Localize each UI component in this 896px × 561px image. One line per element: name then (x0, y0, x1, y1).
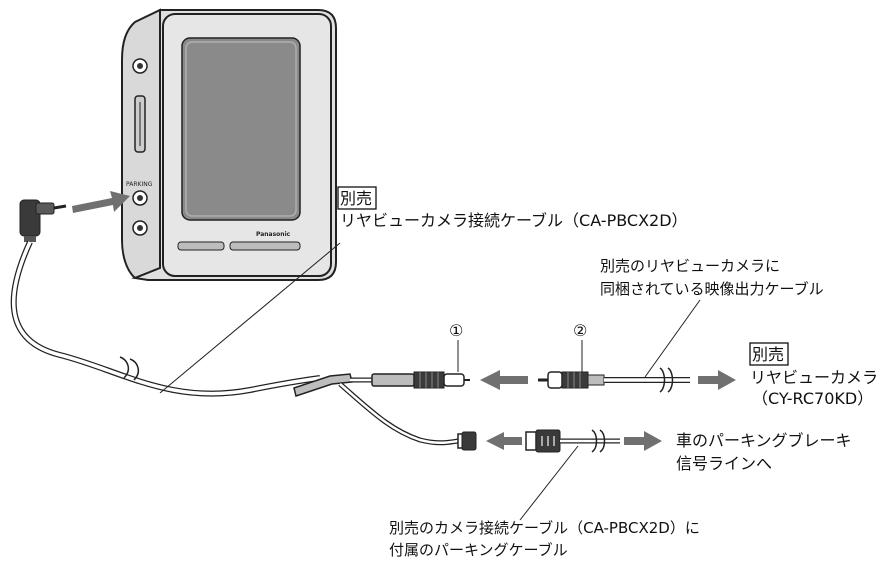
parking-connector-row (457, 429, 662, 453)
l-plug-pin (53, 204, 67, 210)
arrow-to-parking-brake (624, 431, 662, 451)
separately-sold-box-1 (337, 186, 377, 210)
parking-jack-hole (137, 195, 143, 201)
parking-cable-label-line1: 別売のカメラ接続ケーブル（CA-PBCX2D）に (389, 519, 700, 537)
rca-connector-male (538, 340, 690, 393)
marker-1: ① (449, 321, 463, 340)
video-cable-label-line2: 同梱されている映像出力ケーブル (600, 280, 824, 298)
parking-port-label: PARKING (126, 181, 153, 188)
parking-arrow-left (486, 432, 522, 450)
brand-logo: Panasonic (256, 231, 291, 238)
connect-arrow-left (480, 370, 528, 390)
arrow-to-camera (698, 370, 736, 390)
l-plug (19, 199, 67, 242)
video-cable-label-line1: 別売のリヤビューカメラに (600, 257, 780, 275)
side-jack-bottom-inner (137, 225, 143, 231)
rca-connector-female (371, 340, 470, 389)
monitor-screen-inner (185, 41, 297, 217)
parking-cable-label-line2: 付属のパーキングケーブル (389, 541, 568, 559)
parking-cable-leader (519, 445, 579, 521)
monitor-screen (181, 37, 301, 221)
camera-model-label: （CY-RC70KD） (752, 389, 873, 408)
separately-sold-label-2: 別売 (752, 345, 784, 364)
video-cable-leader (644, 299, 701, 378)
cable-label-leader (159, 242, 341, 394)
separately-sold-label-1: 別売 (340, 189, 372, 208)
rearview-cable-label: リヤビューカメラ接続ケーブル（CA-PBCX2D） (340, 211, 688, 230)
separately-sold-box-2 (749, 342, 789, 366)
parking-brake-label-line1: 車のパーキングブレーキ (676, 431, 852, 450)
insert-arrow (72, 191, 130, 213)
parking-brake-label-line2: 信号ラインへ (676, 454, 772, 473)
monitor-device: Panasonic PARKING (121, 8, 337, 281)
speaker-groove-1 (177, 241, 225, 251)
speaker-groove-2 (229, 241, 301, 251)
main-cable (10, 240, 459, 446)
side-jack-top-inner (137, 63, 143, 69)
marker-2: ② (573, 321, 587, 340)
rearview-camera-label: リヤビューカメラ (750, 368, 878, 387)
l-plug-neck (35, 202, 55, 215)
